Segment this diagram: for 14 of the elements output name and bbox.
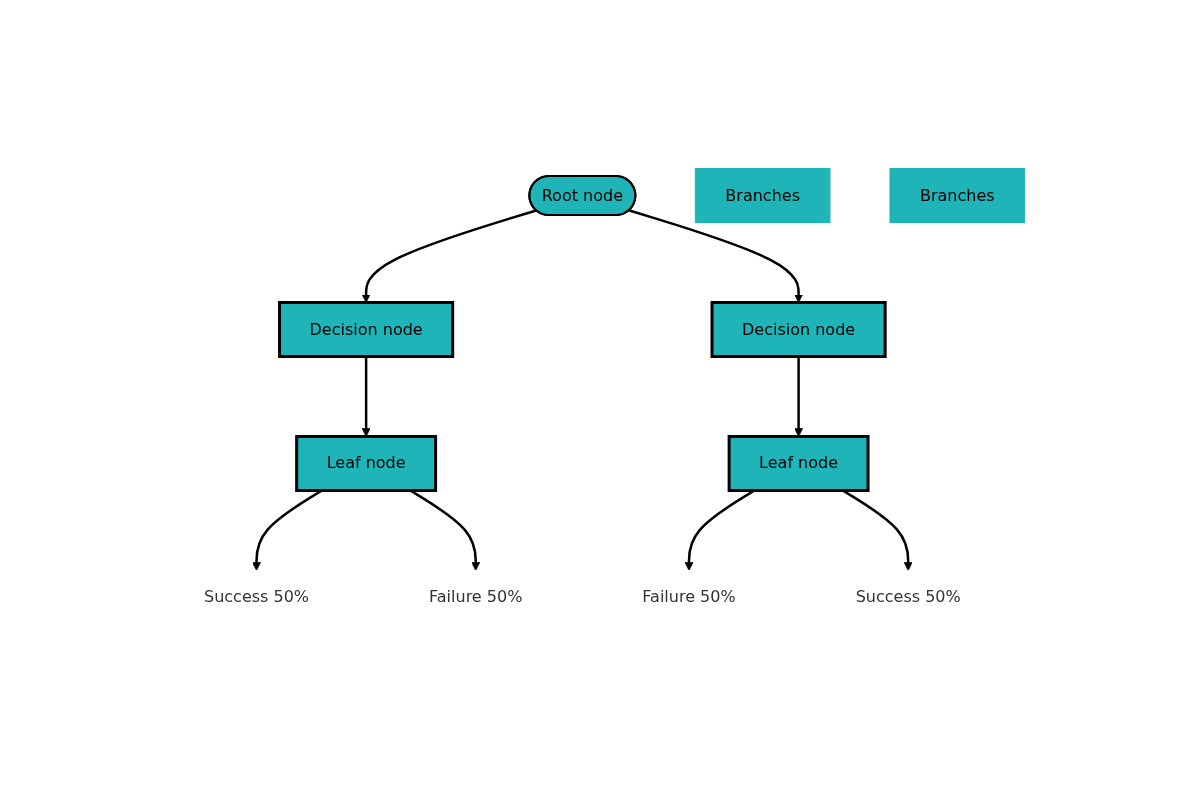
node-text: Success 50% (855, 587, 961, 607)
node-box: Decision node (710, 301, 887, 358)
arrow (793, 356, 803, 437)
arrow (361, 209, 537, 303)
arrow (361, 356, 371, 437)
node-text: Failure 50% (642, 587, 736, 607)
node-box: Leaf node (294, 435, 437, 492)
node-box: Branches (694, 168, 831, 223)
node-text: Failure 50% (428, 587, 523, 607)
node-box: Leaf node (727, 435, 870, 492)
node-text: Success 50% (203, 587, 309, 607)
arrow (628, 209, 803, 303)
node-box: Branches (889, 168, 1025, 223)
node-box: Decision node (277, 301, 454, 358)
